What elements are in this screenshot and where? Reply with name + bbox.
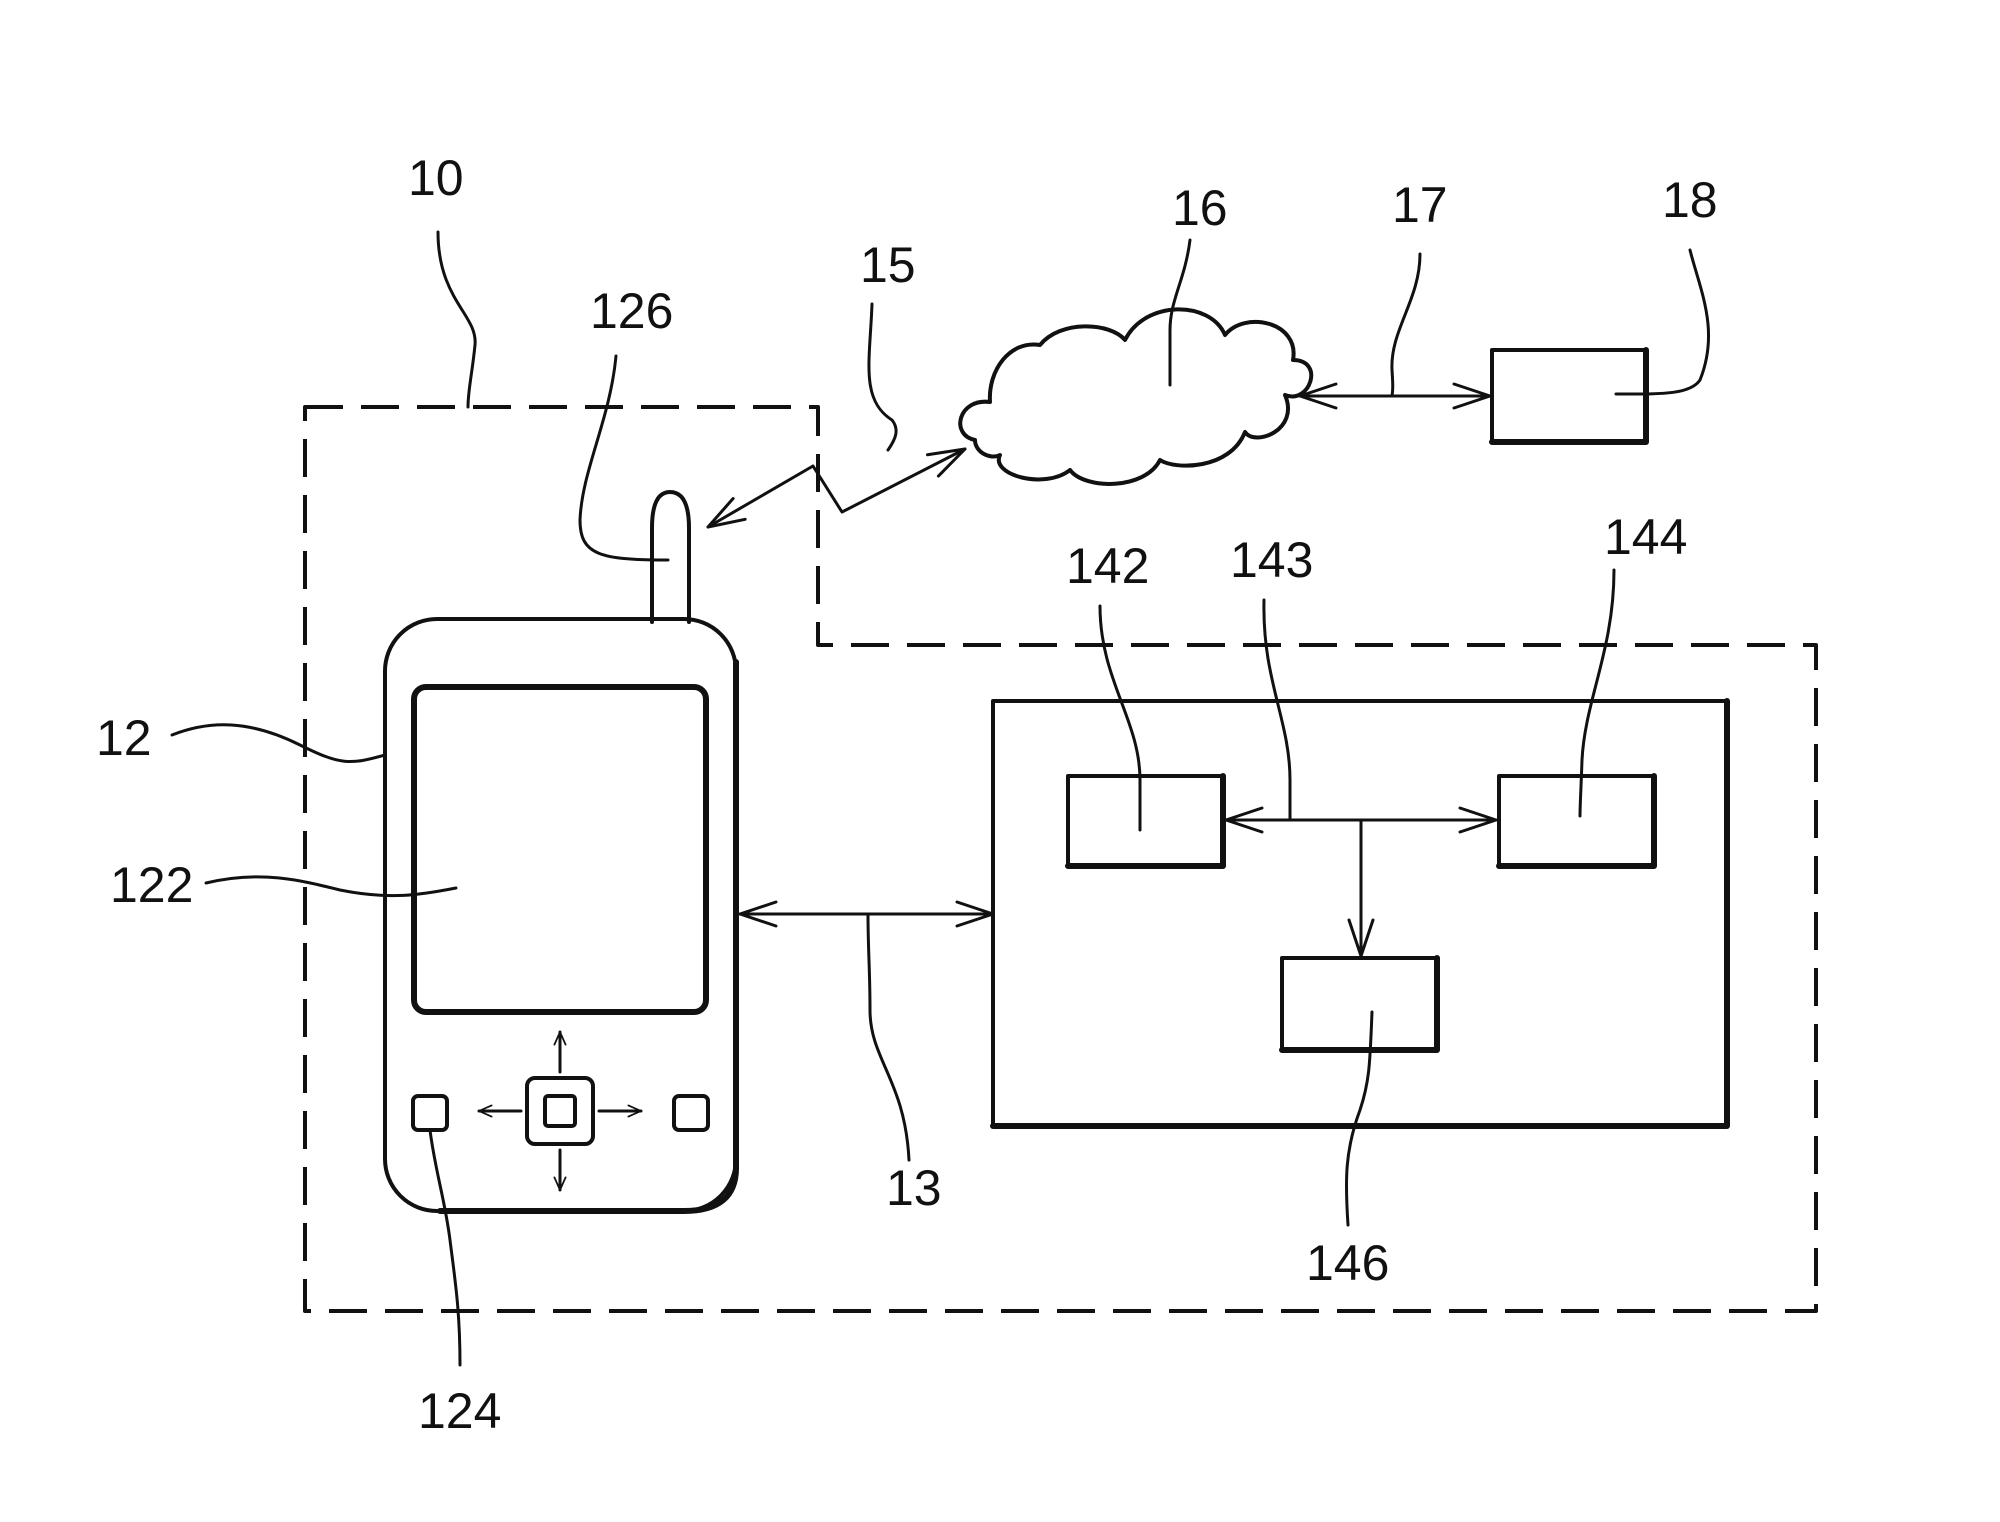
nav-pad-outer — [527, 1078, 593, 1144]
leader-144 — [1580, 570, 1614, 816]
remote-server — [1492, 350, 1646, 442]
wireless-link — [708, 449, 965, 527]
label-15: 15 — [860, 237, 916, 293]
label-122: 122 — [110, 857, 193, 913]
leader-142 — [1100, 606, 1140, 830]
label-124: 124 — [418, 1383, 501, 1439]
antenna — [652, 492, 689, 622]
label-17: 17 — [1392, 177, 1448, 233]
block-142 — [1068, 776, 1223, 866]
block-146 — [1282, 958, 1437, 1050]
label-16: 16 — [1172, 180, 1228, 236]
label-146: 146 — [1306, 1235, 1389, 1291]
label-10: 10 — [408, 150, 464, 206]
leader-126 — [580, 356, 668, 560]
label-126: 126 — [590, 283, 673, 339]
label-18: 18 — [1662, 172, 1718, 228]
leader-10 — [438, 232, 475, 407]
device-body — [385, 619, 736, 1211]
label-12: 12 — [96, 710, 152, 766]
leader-122 — [206, 877, 456, 896]
display-screen — [414, 687, 706, 1012]
leader-18 — [1616, 250, 1709, 394]
leader-12 — [172, 725, 385, 762]
nav-pad-center — [545, 1096, 575, 1126]
leader-124 — [430, 1130, 460, 1365]
label-143: 143 — [1230, 532, 1313, 588]
leader-16 — [1170, 240, 1190, 385]
leader-13 — [868, 914, 909, 1160]
right-key — [674, 1096, 708, 1130]
leader-143 — [1264, 600, 1290, 820]
network-cloud — [960, 309, 1311, 484]
block-144 — [1499, 776, 1654, 866]
leader-15 — [869, 304, 896, 450]
label-13: 13 — [886, 1160, 942, 1216]
label-144: 144 — [1604, 509, 1687, 565]
leader-146 — [1346, 1012, 1372, 1225]
leader-17 — [1392, 254, 1420, 396]
label-142: 142 — [1066, 538, 1149, 594]
left-key — [413, 1096, 447, 1130]
system-boundary — [305, 407, 1816, 1311]
handheld-device — [385, 492, 736, 1211]
